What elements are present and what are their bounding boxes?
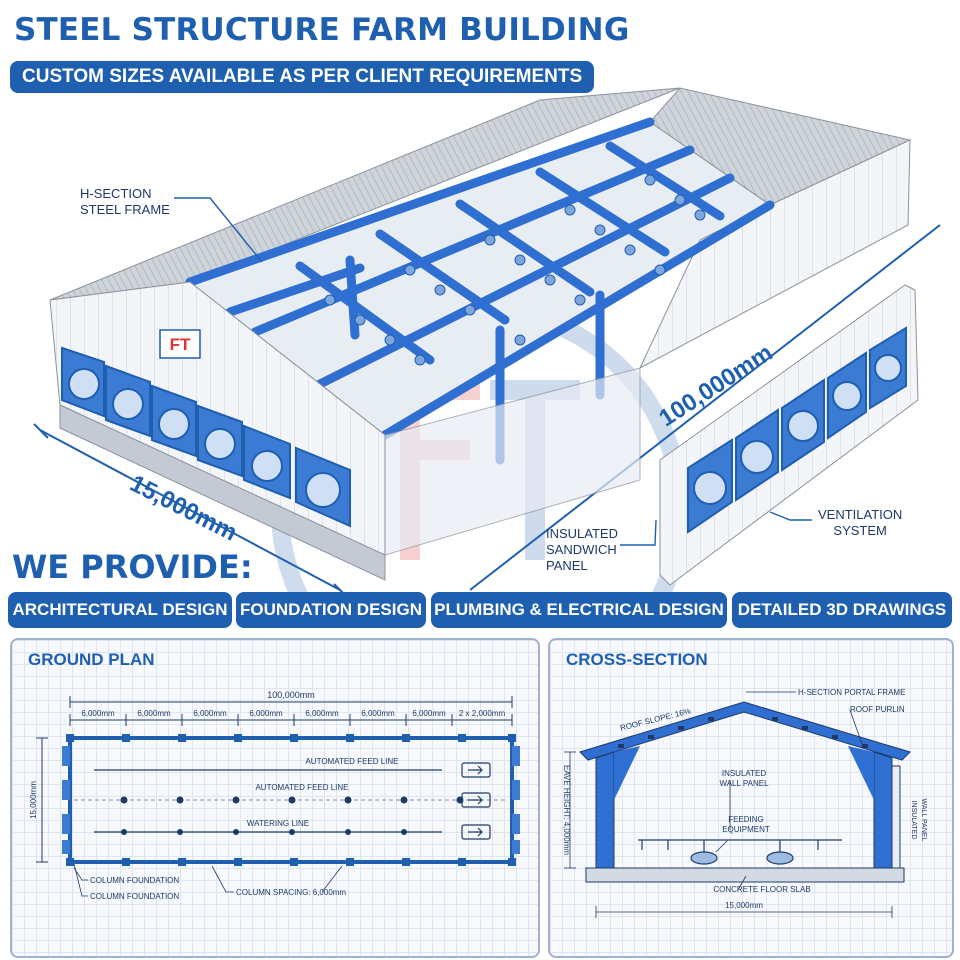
services-heading: WE PROVIDE: xyxy=(12,548,253,586)
section-left-column xyxy=(595,751,615,869)
ventilation-callout-line1: VENTILATION xyxy=(818,507,903,522)
section-floor-slab xyxy=(585,867,905,883)
plan-bay-1: 6,000mm xyxy=(81,709,115,718)
panel-callout-line2: SANDWICH xyxy=(546,542,617,557)
cross-section-drawing: H-SECTION PORTAL FRAME ROOF SLOPE: 16% R… xyxy=(562,688,927,918)
section-feed-label-2: EQUIPMENT xyxy=(722,825,770,834)
section-portal-label: H-SECTION PORTAL FRAME xyxy=(798,688,905,697)
building-illustration: FT 100,000mm 15,000mm xyxy=(33,87,941,600)
section-left-haunch xyxy=(614,746,640,800)
company-logo: FT xyxy=(159,329,201,359)
subtitle-banner: CUSTOM SIZES AVAILABLE AS PER CLIENT REQ… xyxy=(10,61,595,93)
frame-callout: H-SECTION STEEL FRAME xyxy=(80,186,170,218)
ventilation-callout: VENTILATION SYSTEM xyxy=(818,507,902,539)
section-feed-label-1: FEEDING xyxy=(728,815,764,824)
service-plumbing-electrical-design: PLUMBING & ELECTRICAL DESIGN xyxy=(431,592,727,628)
plan-column-foundation-1: COLUMN FOUNDATION xyxy=(90,876,179,885)
plan-bay-3: 6,000mm xyxy=(193,709,227,718)
plan-feed-line-1: AUTOMATED FEED LINE xyxy=(305,757,398,766)
foundation-front xyxy=(59,404,386,581)
plan-bay-6: 6,000mm xyxy=(361,709,395,718)
plan-feeders xyxy=(120,796,464,835)
plan-feed-line-2: AUTOMATED FEED LINE xyxy=(255,783,348,792)
section-purlin-label: ROOF PURLIN xyxy=(850,705,905,714)
plan-end-fans xyxy=(62,746,520,854)
section-right-haunch xyxy=(848,746,874,800)
length-dimension-line xyxy=(469,224,941,591)
panel-callout-line1: INSULATED xyxy=(546,526,618,541)
section-wall-label-1: INSULATED xyxy=(722,769,767,778)
h-section-steel-frame xyxy=(185,117,775,465)
page-title: STEEL STRUCTURE FARM BUILDING xyxy=(14,12,630,48)
service-foundation-design: FOUNDATION DESIGN xyxy=(236,592,426,628)
cross-section-panel: CROSS-SECTION H-SECTION PORTAL FRAME xyxy=(548,638,954,958)
ground-plan-drawing: 100,000mm 6,000mm 6,000mm 6,000mm 6,000m… xyxy=(29,690,520,901)
section-roof xyxy=(579,701,911,761)
section-span-label: 15,000mm xyxy=(725,901,763,910)
plan-airflow-arrows xyxy=(461,762,491,840)
service-architectural-design: ARCHITECTURAL DESIGN xyxy=(8,592,232,628)
section-right-wall-panel xyxy=(891,765,901,869)
section-roof-purlins xyxy=(618,717,868,748)
plan-watering-line: WATERING LINE xyxy=(247,819,309,828)
exhaust-fans-side xyxy=(687,326,907,534)
panel-callout: INSULATED SANDWICH PANEL xyxy=(546,526,618,574)
ground-plan-panel: GROUND PLAN 100,000mm 6,000mm 6,000mm 6,… xyxy=(10,638,540,958)
plan-column-foundations xyxy=(66,734,516,866)
exhaust-fans-front xyxy=(61,346,351,528)
section-side-wall-label-1: INSULATED xyxy=(910,801,917,840)
plan-bay-4: 6,000mm xyxy=(249,709,283,718)
ventilation-callout-line2: SYSTEM xyxy=(833,523,887,538)
section-right-column xyxy=(873,751,893,869)
plan-bay-7: 6,000mm xyxy=(412,709,446,718)
cross-section-title: CROSS-SECTION xyxy=(566,650,708,669)
section-slab-label: CONCRETE FLOOR SLAB xyxy=(713,885,810,894)
plan-bay-2: 6,000mm xyxy=(137,709,171,718)
ground-plan-title: GROUND PLAN xyxy=(28,650,155,669)
plan-bay-5: 6,000mm xyxy=(305,709,339,718)
section-eave-label: EAVE HEIGHT: 4,000mm xyxy=(562,765,571,855)
logo-text: FT xyxy=(170,335,191,354)
section-wall-label-2: WALL PANEL xyxy=(719,779,769,788)
panel-callout-line3: PANEL xyxy=(546,558,588,573)
plan-total-length: 100,000mm xyxy=(267,690,315,700)
plan-width: 15,000mm xyxy=(29,781,38,819)
feeding-equipment xyxy=(324,174,706,366)
section-side-wall-label-2: WALL PANEL xyxy=(920,799,927,842)
frame-callout-line1: H-SECTION xyxy=(80,186,152,201)
plan-bay-8: 2 x 2,000mm xyxy=(459,709,506,718)
section-feeding-equipment xyxy=(638,839,842,865)
leader-lines xyxy=(174,197,812,546)
plan-column-spacing: COLUMN SPACING: 6,000mm xyxy=(236,888,346,897)
side-wall-near xyxy=(384,367,641,556)
service-detailed-3d-drawings: DETAILED 3D DRAWINGS xyxy=(732,592,952,628)
plan-column-foundation-2: COLUMN FOUNDATION xyxy=(90,892,179,901)
frame-callout-line2: STEEL FRAME xyxy=(80,202,170,217)
